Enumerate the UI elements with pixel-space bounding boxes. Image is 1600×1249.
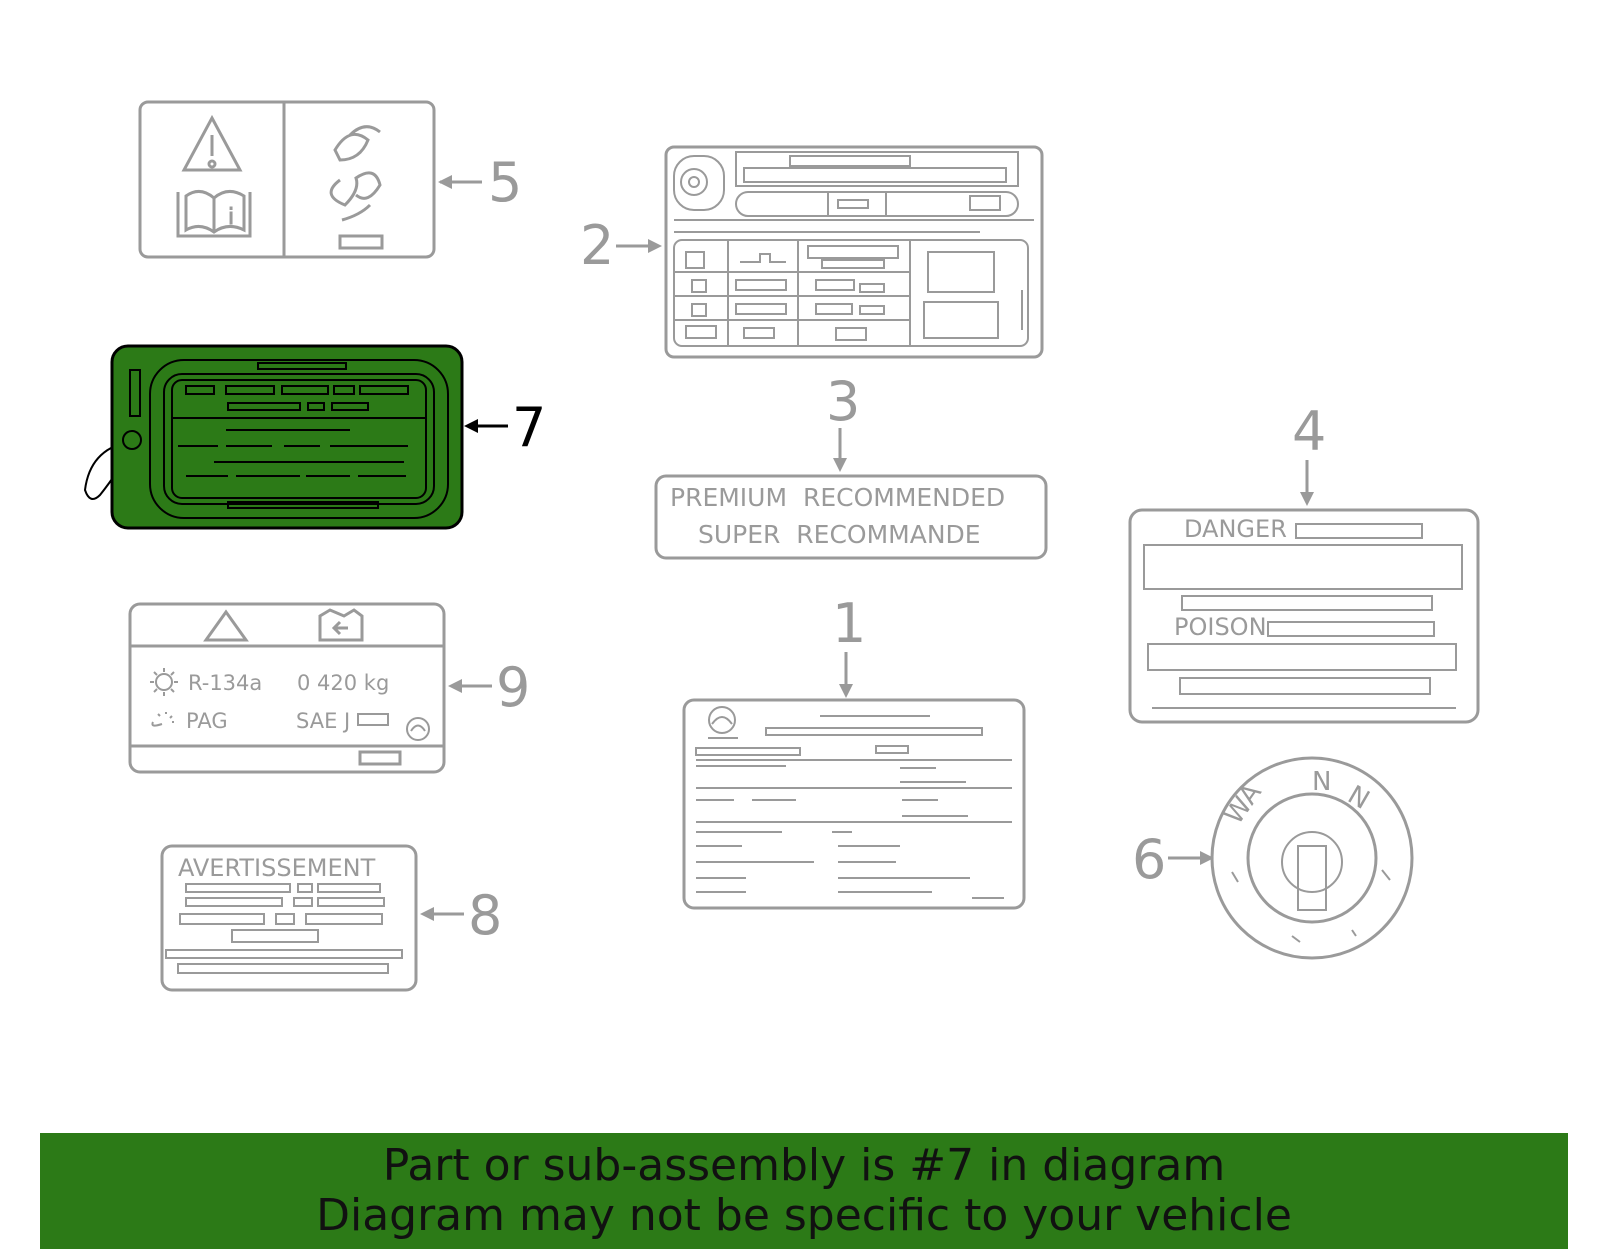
brand-logo-icon — [708, 706, 736, 734]
brand-logo-icon — [406, 717, 430, 741]
svg-text:N: N — [1312, 767, 1331, 797]
part-8-label[interactable] — [160, 844, 418, 992]
svg-text:R-134a: R-134a — [188, 671, 262, 695]
callout-number-8: 8 — [468, 884, 502, 947]
info-banner: Part or sub-assembly is #7 in diagram Di… — [40, 1133, 1568, 1249]
warning-triangle-icon — [181, 114, 243, 172]
callout-number-1: 1 — [832, 592, 866, 655]
part-4-poison: POISON — [1174, 613, 1267, 641]
part-9-text: R-134a 0 420 kg PAG SAE J — [186, 671, 389, 733]
callout-1: 1 — [832, 592, 866, 698]
part-1-label[interactable] — [682, 698, 1026, 910]
tire-icon — [680, 168, 708, 196]
part-4-label[interactable] — [1128, 508, 1480, 724]
part-5-label[interactable]: i — [138, 100, 436, 259]
svg-text:N: N — [1343, 780, 1375, 816]
manual-arrow-icon — [318, 608, 364, 642]
callout-4: 4 — [1292, 400, 1326, 506]
callout-number-3: 3 — [826, 370, 860, 433]
part-3-line1: PREMIUM RECOMMENDED — [670, 483, 1005, 512]
banner-line-1: Part or sub-assembly is #7 in diagram — [382, 1140, 1226, 1191]
ac-snowflake-icon — [155, 673, 173, 691]
callout-6: 6 — [1132, 828, 1214, 891]
manual-book-icon — [176, 190, 252, 238]
callout-number-6: 6 — [1132, 828, 1166, 891]
part-7-label[interactable] — [83, 344, 464, 530]
callout-number-7: 7 — [512, 396, 546, 459]
part-2-label[interactable] — [664, 145, 1044, 359]
oil-can-icon — [151, 712, 174, 727]
callout-number-4: 4 — [1292, 400, 1326, 463]
svg-text:0 420 kg: 0 420 kg — [297, 671, 389, 695]
warning-triangle-icon — [203, 609, 249, 642]
callout-3: 3 — [826, 370, 860, 472]
fan-icon — [329, 125, 382, 222]
banner-line-2: Diagram may not be specific to your vehi… — [316, 1190, 1292, 1241]
part-3-label[interactable]: PREMIUM RECOMMENDED SUPER RECOMMANDE — [654, 474, 1048, 560]
callout-9: 9 — [448, 656, 530, 719]
callout-2: 2 — [580, 214, 662, 277]
svg-text:SAE J: SAE J — [296, 709, 350, 733]
part-6-text: N N WA — [1219, 767, 1374, 830]
callout-number-9: 9 — [496, 656, 530, 719]
part-3-line2: SUPER RECOMMANDE — [698, 520, 981, 549]
part-8-title: AVERTISSEMENT — [178, 854, 376, 882]
part-4-danger: DANGER — [1184, 515, 1287, 543]
svg-text:i: i — [228, 205, 234, 230]
callout-5: 5 — [438, 151, 522, 214]
callout-7: 7 — [464, 396, 546, 459]
callout-number-2: 2 — [580, 214, 614, 277]
part-9-label[interactable] — [128, 602, 446, 774]
callout-number-5: 5 — [488, 151, 522, 214]
part-6-cap[interactable] — [1210, 756, 1414, 960]
callout-8: 8 — [420, 884, 502, 947]
svg-text:PAG: PAG — [186, 709, 228, 733]
